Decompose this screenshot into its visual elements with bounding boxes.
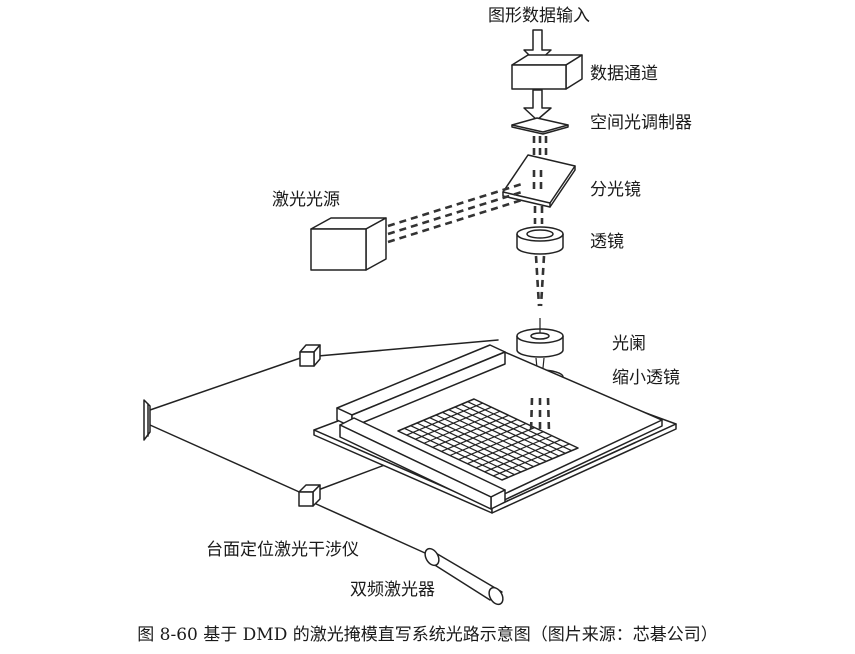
channel-arrow <box>523 89 552 121</box>
beam-reduction-grid <box>529 397 551 433</box>
prism-top <box>299 344 321 367</box>
grid-line <box>484 439 561 473</box>
lens-label: 透镜 <box>590 232 624 252</box>
data-channel-box <box>511 54 583 90</box>
reduction-lens-label: 缩小透镜 <box>612 368 680 388</box>
interferometer-label: 台面定位激光干涉仪 <box>206 540 359 560</box>
figure-caption: 图 8-60 基于 DMD 的激光掩模直写系统光路示意图（图片来源：芯碁公司） <box>137 625 718 645</box>
rail-front <box>339 417 506 510</box>
aperture-ring <box>516 318 564 358</box>
beam-splitter-lens <box>533 206 544 224</box>
dual-frequency-laser-label: 双频激光器 <box>350 580 435 600</box>
dual-frequency-laser <box>424 547 504 606</box>
aperture-label: 光阑 <box>612 334 646 354</box>
grid-line <box>493 443 570 477</box>
beam-laser-splitter <box>387 182 523 244</box>
prism-bottom <box>298 484 321 507</box>
exposure-grid <box>397 398 579 481</box>
retro-reflector <box>143 399 151 441</box>
graphic-data-input-label: 图形数据输入 <box>488 6 590 26</box>
beam-splitter <box>502 154 576 208</box>
laser-source-label: 激光光源 <box>272 190 340 210</box>
lens-ring <box>516 226 564 255</box>
slm-label: 空间光调制器 <box>590 113 692 133</box>
slm-plate <box>511 117 569 135</box>
laser-source-box <box>310 217 387 271</box>
grid-line <box>467 401 572 452</box>
beam-lens-aperture <box>534 255 546 307</box>
data-channel-label: 数据通道 <box>590 64 658 84</box>
beam-slm-splitter <box>532 136 548 164</box>
beam-splitter-label: 分光镜 <box>590 180 641 200</box>
